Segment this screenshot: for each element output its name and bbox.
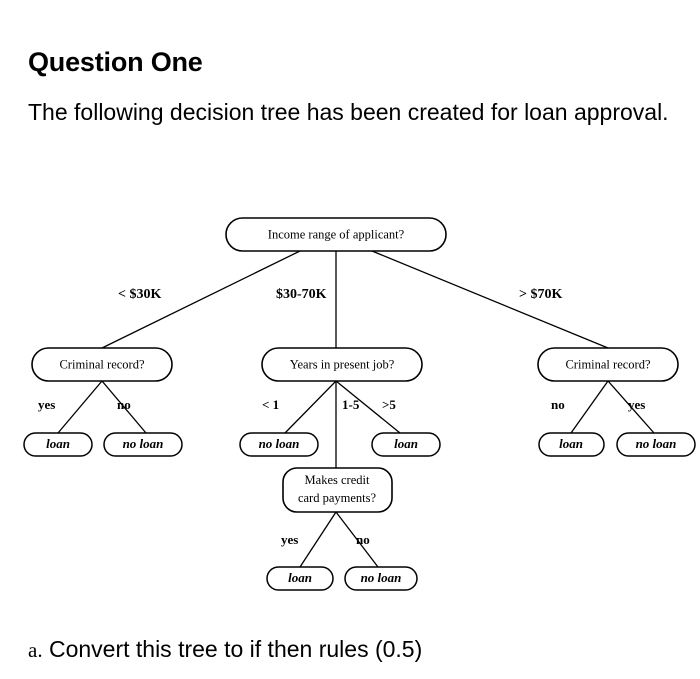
node-left-decision-label: Criminal record? <box>59 357 144 371</box>
edge-left-yes <box>57 380 103 434</box>
question-marker: a. <box>28 638 43 662</box>
edge-label-income-high: > $70K <box>519 287 562 302</box>
node-middle-decision-label: Years in present job? <box>290 357 395 371</box>
edge-label-years-gt5: >5 <box>382 397 396 412</box>
node-credit-decision-label-line2: card payments? <box>298 491 377 505</box>
edge-label-years-1-5: 1-5 <box>342 397 360 412</box>
node-root-label: Income range of applicant? <box>268 227 405 241</box>
question-prompt: a. Convert this tree to if then rules (0… <box>28 634 678 665</box>
leaf-credit-no-loan-shape[interactable] <box>344 566 418 591</box>
leaf-left-loan-shape[interactable] <box>23 432 93 457</box>
edge-label-right-no: no <box>551 397 565 412</box>
edge-label-credit-no: no <box>356 532 370 547</box>
node-credit-decision-label-line1: Makes credit <box>305 473 370 487</box>
leaf-right-loan-label: loan <box>559 436 583 451</box>
leaf-left-loan-label: loan <box>46 436 70 451</box>
leaf-mid-no-loan-shape[interactable] <box>239 432 319 457</box>
edge-income-high <box>371 250 609 349</box>
leaf-credit-loan-label: loan <box>288 570 312 585</box>
edge-label-left-yes: yes <box>38 397 55 412</box>
edge-credit-no <box>335 511 379 568</box>
decision-tree-svg: Income range of applicant? < $30K $30-70… <box>23 217 696 591</box>
leaf-right-no-loan-shape[interactable] <box>616 432 696 457</box>
edge-right-no <box>570 380 609 434</box>
edge-left-no <box>101 380 147 434</box>
edge-years-lt1 <box>284 380 337 434</box>
edge-label-credit-yes: yes <box>281 532 298 547</box>
decision-tree-figure: Income range of applicant? < $30K $30-70… <box>0 200 700 610</box>
question-text: Convert this tree to if then rules (0.5) <box>48 636 423 662</box>
intro-paragraph: The following decision tree has been cre… <box>28 99 669 125</box>
edge-right-yes <box>607 380 655 434</box>
edge-years-gt5 <box>335 380 401 434</box>
edge-label-left-no: no <box>117 397 131 412</box>
node-middle-decision-shape[interactable] <box>261 347 423 382</box>
leaf-left-no-loan-shape[interactable] <box>103 432 183 457</box>
page-title: Question One <box>28 47 203 77</box>
leaf-left-no-loan-label: no loan <box>123 436 164 451</box>
node-credit-decision-shape[interactable] <box>282 467 393 513</box>
edge-income-low <box>101 250 301 349</box>
leaf-right-no-loan-label: no loan <box>636 436 677 451</box>
edge-label-right-yes: yes <box>628 397 645 412</box>
leaf-right-loan-shape[interactable] <box>538 432 605 457</box>
node-root-shape[interactable] <box>225 217 447 252</box>
edge-label-income-low: < $30K <box>118 287 161 302</box>
leaf-mid-loan-shape[interactable] <box>371 432 441 457</box>
node-right-decision-label: Criminal record? <box>565 357 650 371</box>
edge-label-income-mid: $30-70K <box>276 287 327 302</box>
leaf-mid-loan-label: loan <box>394 436 418 451</box>
edge-label-years-lt1: < 1 <box>262 397 279 412</box>
edge-credit-yes <box>299 511 337 568</box>
leaf-credit-loan-shape[interactable] <box>266 566 334 591</box>
leaf-credit-no-loan-label: no loan <box>361 570 402 585</box>
leaf-mid-no-loan-label: no loan <box>259 436 300 451</box>
